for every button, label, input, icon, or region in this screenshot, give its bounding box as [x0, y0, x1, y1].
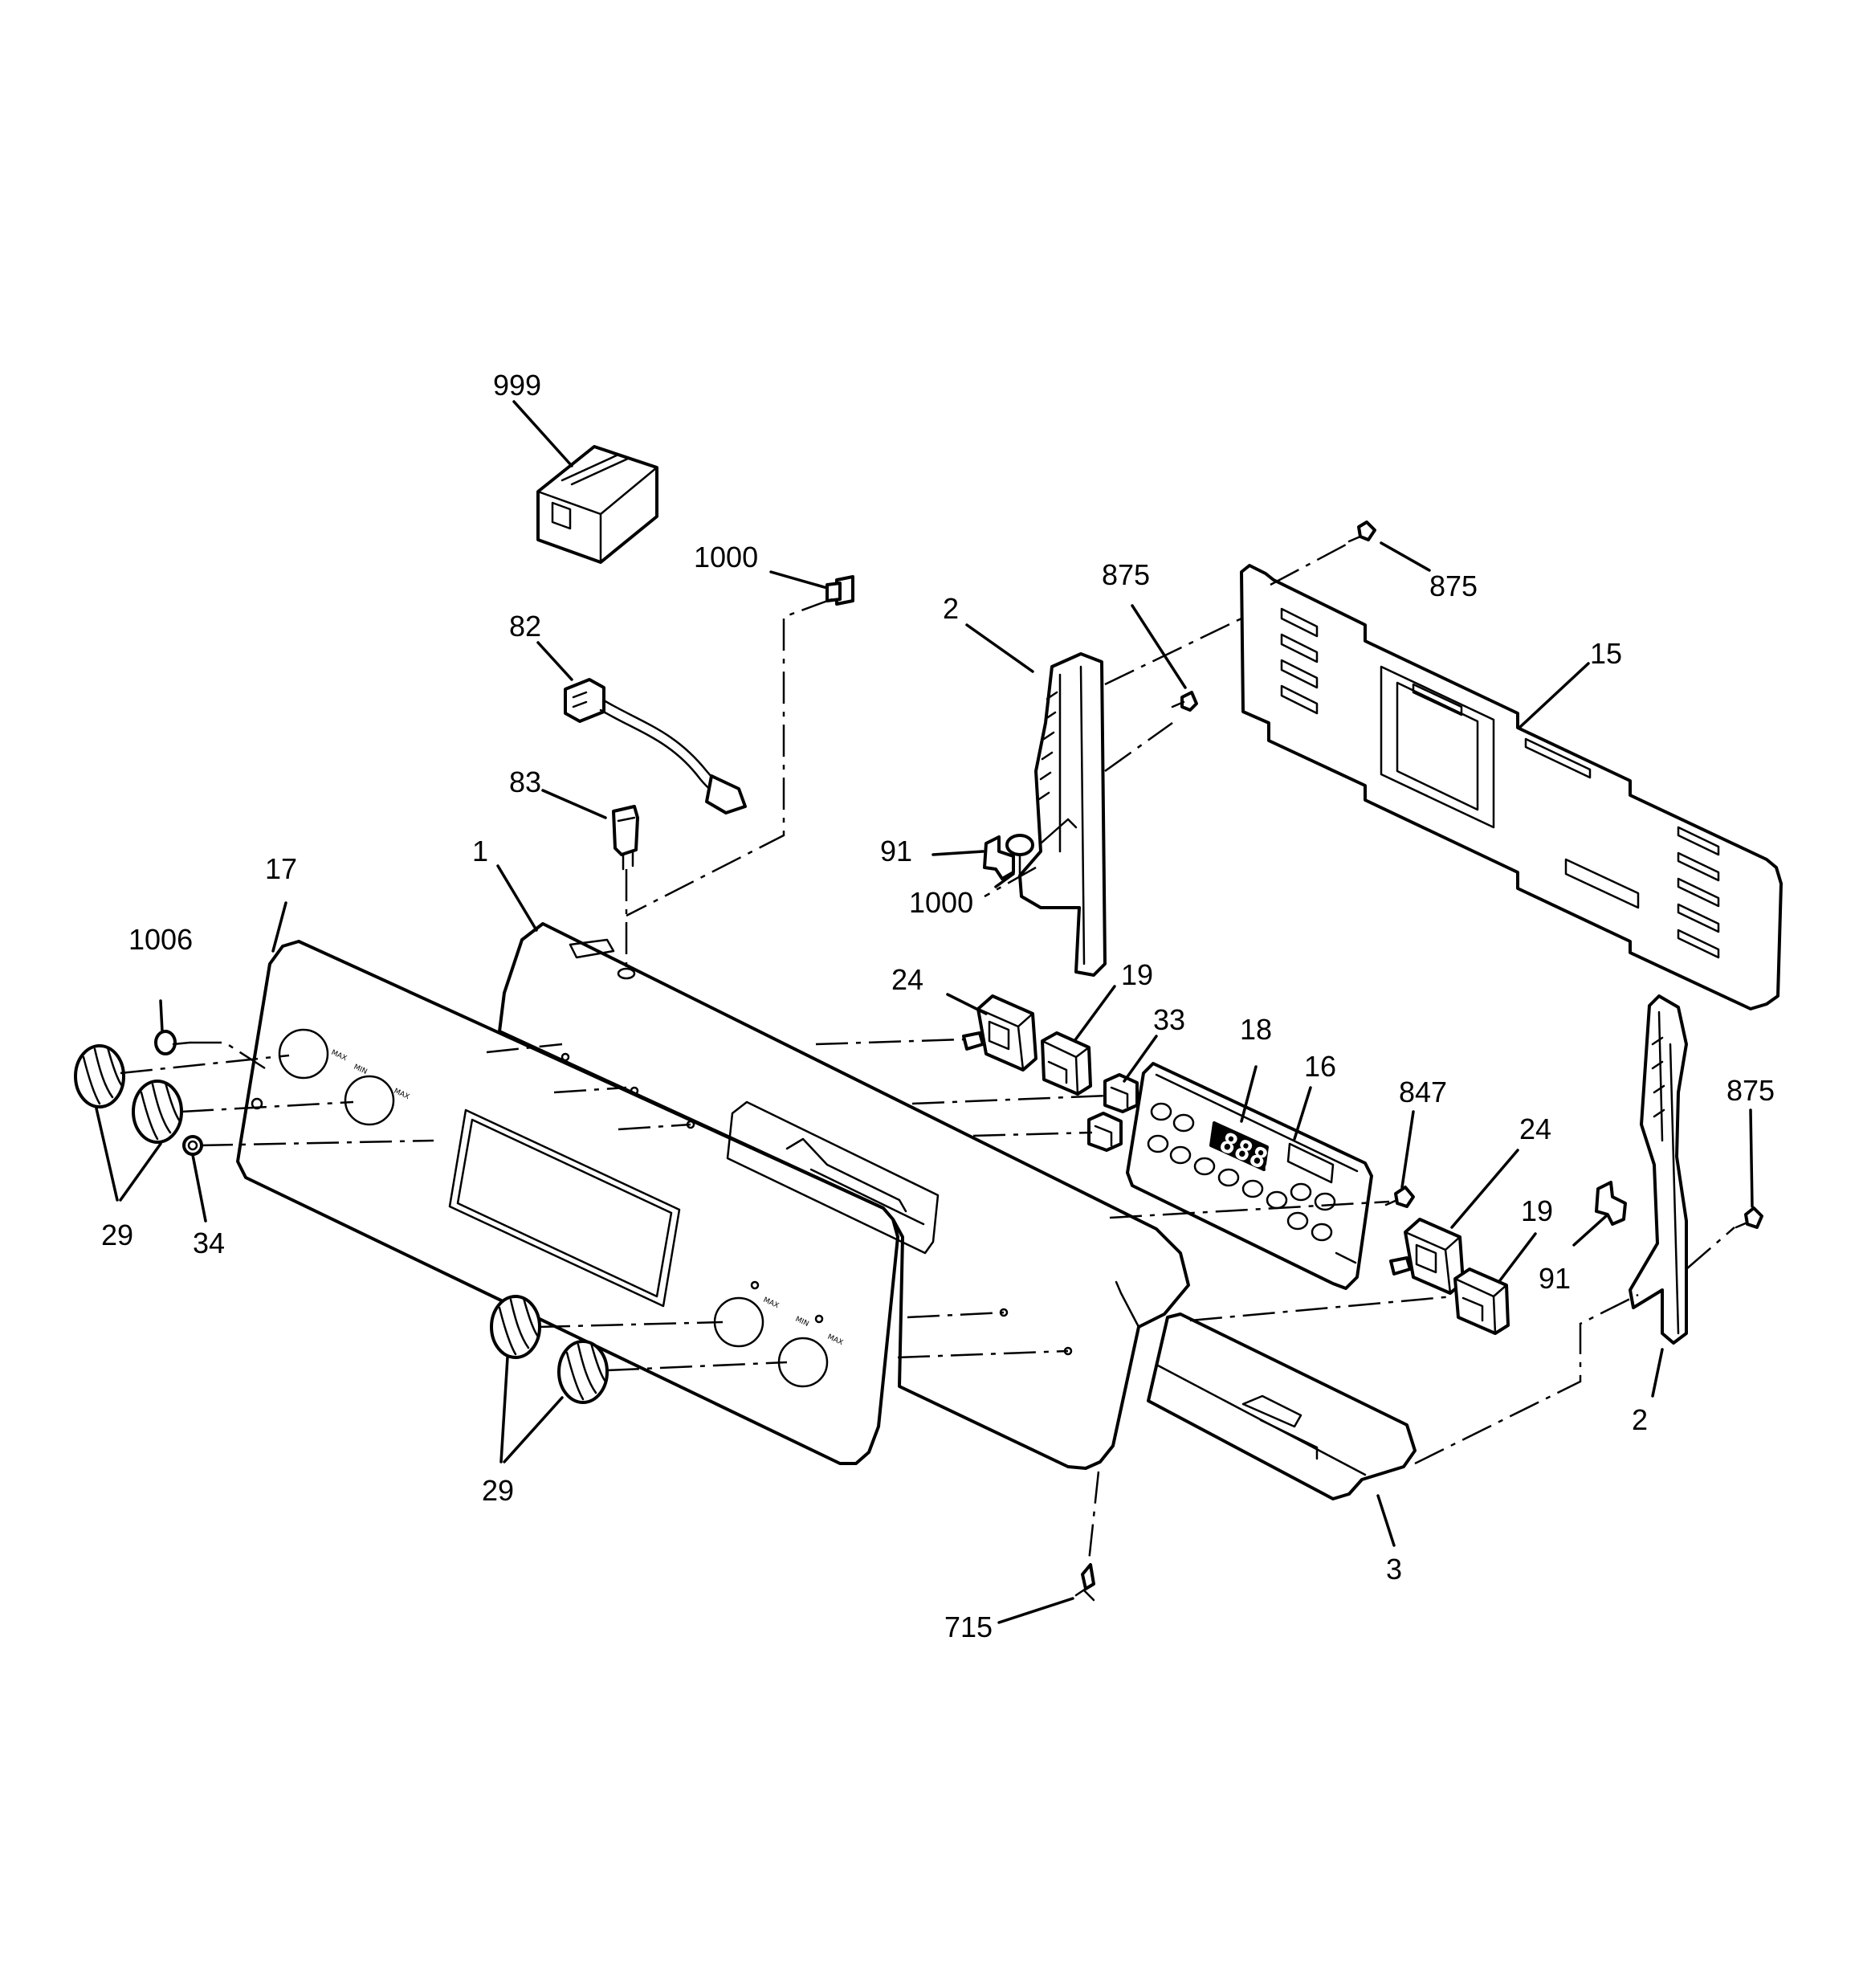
callout-91-right: 91: [1539, 1262, 1571, 1295]
part-82-wire-harness: [564, 678, 747, 814]
part-1000-screw-mid: [1005, 834, 1034, 882]
part-33-rocker-switch-b: [1087, 1112, 1123, 1152]
callout-labels: 999 1000 82 83 2 875 875 15 91 1000 17 1…: [101, 369, 1775, 1643]
part-29-knob-4: [557, 1340, 609, 1404]
part-19-switch-right: [1453, 1268, 1510, 1335]
part-24-switch-top: [962, 994, 1037, 1072]
callout-24-top: 24: [891, 963, 923, 996]
callout-29-left: 29: [101, 1219, 133, 1251]
callout-15: 15: [1590, 637, 1622, 670]
callout-19-right: 19: [1521, 1194, 1553, 1227]
callout-999: 999: [493, 369, 541, 402]
part-29-knob-2: [132, 1080, 183, 1144]
part-1-main-panel: [498, 922, 1190, 1470]
callout-715: 715: [944, 1610, 993, 1643]
callout-1000-top: 1000: [694, 541, 758, 574]
callout-1006: 1006: [128, 923, 193, 956]
part-34-button: [182, 1135, 203, 1156]
callout-83: 83: [509, 765, 541, 798]
callout-34: 34: [193, 1227, 225, 1259]
part-29-knob-1: [74, 1044, 125, 1108]
part-875-screw-a: [1171, 691, 1198, 712]
callout-91-left: 91: [880, 835, 912, 867]
callout-875-c: 875: [1726, 1074, 1775, 1107]
part-2-end-cap-right: [1629, 994, 1688, 1345]
part-33-rocker-switch-a: [1103, 1073, 1139, 1113]
callout-18: 18: [1240, 1013, 1272, 1046]
part-24-switch-right: [1389, 1218, 1465, 1295]
callout-875-b: 875: [1429, 569, 1478, 602]
part-15-rear-panel: [1240, 564, 1783, 1010]
part-875-screw-b: [1347, 520, 1376, 543]
part-91-bracket-right: [1595, 1181, 1627, 1226]
part-3-bottom-trim: [1147, 1312, 1417, 1500]
callout-29-bottom: 29: [482, 1474, 514, 1507]
callout-82: 82: [509, 610, 541, 643]
leader-lines: [95, 400, 1754, 1624]
callout-875-a: 875: [1102, 558, 1150, 591]
part-1006-screw: [154, 1030, 191, 1055]
part-83-connector: [612, 805, 639, 871]
callout-1000-mid: 1000: [909, 886, 973, 919]
part-999-kit-box: [536, 445, 658, 564]
callout-24-right: 24: [1519, 1112, 1551, 1145]
callout-3: 3: [1386, 1553, 1402, 1586]
callout-1: 1: [472, 835, 488, 867]
callout-847: 847: [1399, 1076, 1447, 1108]
part-1000-screw-top: [826, 575, 854, 606]
part-875-screw-c: [1735, 1206, 1763, 1229]
part-715-screw: [1074, 1563, 1095, 1602]
part-847-screw: [1384, 1186, 1415, 1208]
part-91-bracket-top: [983, 835, 1015, 880]
alignment-lines: [120, 541, 1735, 1562]
callout-16: 16: [1304, 1050, 1336, 1083]
callout-2-bottom: 2: [1632, 1403, 1648, 1436]
callout-19-top: 19: [1121, 958, 1153, 991]
part-16-control-board: 8888: [1126, 1062, 1373, 1290]
callout-17: 17: [265, 852, 297, 885]
callout-2-top: 2: [943, 592, 959, 625]
callout-33: 33: [1153, 1003, 1185, 1036]
part-29-knob-3: [490, 1295, 541, 1359]
part-2-end-cap-top: [1018, 652, 1107, 977]
part-19-switch-top: [1041, 1031, 1092, 1096]
